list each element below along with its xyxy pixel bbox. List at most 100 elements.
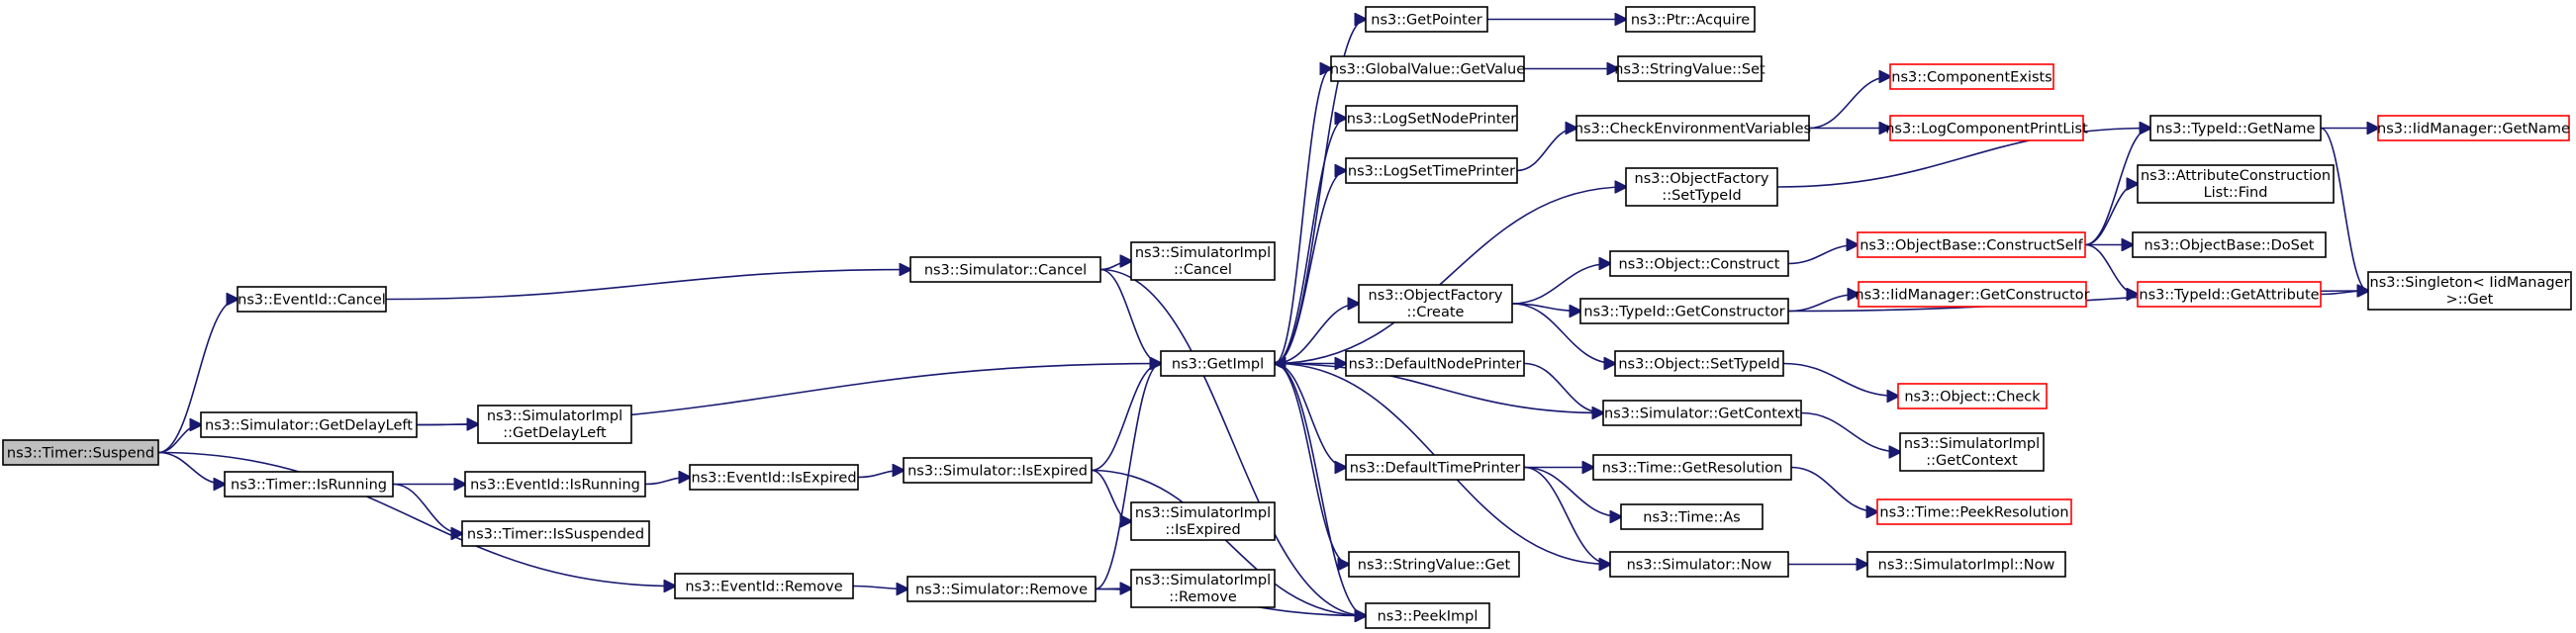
node-box[interactable] (1345, 157, 1518, 184)
node-evRemove[interactable]: ns3::EventId::Remove (674, 573, 854, 599)
node-timerIsSuspended[interactable]: ns3::Timer::IsSuspended (461, 520, 650, 547)
node-typeIdGetAttribute[interactable]: ns3::TypeId::GetAttribute (2137, 281, 2322, 308)
node-simImplGetContext[interactable]: ns3::SimulatorImpl::GetContext (1899, 432, 2045, 472)
node-box[interactable] (2377, 115, 2570, 141)
node-box[interactable] (1899, 432, 2045, 472)
node-box[interactable] (2, 439, 159, 466)
node-box[interactable] (1857, 231, 2086, 258)
node-simNow[interactable]: ns3::Simulator::Now (1609, 551, 1789, 578)
node-peekImpl[interactable]: ns3::PeekImpl (1365, 602, 1490, 629)
node-simIsExpired[interactable]: ns3::Simulator::IsExpired (903, 457, 1093, 484)
node-box[interactable] (1345, 105, 1518, 132)
node-box[interactable] (2137, 164, 2335, 204)
node-box[interactable] (2149, 115, 2322, 141)
node-box[interactable] (1579, 298, 1789, 324)
node-iidManagerGetConstructor[interactable]: ns3::IidManager::GetConstructor (1855, 281, 2090, 308)
node-objCheck[interactable]: ns3::Object::Check (1897, 383, 2048, 409)
node-box[interactable] (1897, 383, 2048, 409)
node-box[interactable] (1609, 551, 1789, 578)
node-box[interactable] (2367, 271, 2572, 311)
node-objFactoryCreate[interactable]: ns3::ObjectFactory::Create (1358, 284, 1513, 323)
node-box[interactable] (2137, 281, 2322, 308)
node-checkEnvVars[interactable]: ns3::CheckEnvironmentVariables (1574, 115, 1811, 141)
node-box[interactable] (1866, 551, 2066, 578)
node-componentExists[interactable]: ns3::ComponentExists (1889, 63, 2054, 90)
node-iidManagerGetName[interactable]: ns3::IidManager::GetName (2377, 115, 2570, 141)
node-box[interactable] (1625, 167, 1778, 207)
node-box[interactable] (1889, 63, 2054, 90)
node-simImplGetDelayLeft[interactable]: ns3::SimulatorImpl::GetDelayLeft (477, 405, 632, 444)
node-timeAs[interactable]: ns3::Time::As (1620, 503, 1764, 530)
node-suspend[interactable]: ns3::Timer::Suspend (2, 439, 159, 466)
node-box[interactable] (1614, 350, 1784, 377)
node-simImplRemove[interactable]: ns3::SimulatorImpl::Remove (1130, 569, 1276, 608)
node-box[interactable] (1876, 498, 2072, 525)
node-box[interactable] (1130, 569, 1276, 608)
node-simImplIsExpired[interactable]: ns3::SimulatorImpl::IsExpired (1130, 501, 1276, 541)
node-simImplNow[interactable]: ns3::SimulatorImpl::Now (1866, 551, 2066, 578)
node-box[interactable] (1345, 350, 1525, 377)
node-box[interactable] (1858, 281, 2087, 308)
node-simCancel[interactable]: ns3::Simulator::Cancel (909, 256, 1101, 283)
node-box[interactable] (1330, 55, 1525, 82)
node-objConstruct[interactable]: ns3::Object::Construct (1609, 250, 1789, 277)
node-timePeekResolution[interactable]: ns3::Time::PeekResolution (1876, 498, 2072, 525)
node-defaultNodePrinter[interactable]: ns3::DefaultNodePrinter (1345, 350, 1525, 377)
node-box[interactable] (1348, 551, 1520, 578)
node-evIsExpired[interactable]: ns3::EventId::IsExpired (689, 464, 859, 491)
node-box[interactable] (906, 576, 1097, 602)
node-box[interactable] (1365, 6, 1488, 33)
node-getPointer[interactable]: ns3::GetPointer (1365, 6, 1488, 33)
node-box[interactable] (1130, 501, 1276, 541)
node-ptrAcquire[interactable]: ns3::Ptr::Acquire (1625, 6, 1756, 33)
node-stringValueGet[interactable]: ns3::StringValue::Get (1348, 551, 1520, 578)
node-box[interactable] (2132, 231, 2327, 258)
node-box[interactable] (1358, 284, 1513, 323)
node-box[interactable] (674, 573, 854, 599)
node-simGetDelayLeft[interactable]: ns3::Simulator::GetDelayLeft (200, 411, 418, 438)
node-evIsRunning[interactable]: ns3::EventId::IsRunning (464, 471, 646, 497)
node-defaultTimePrinter[interactable]: ns3::DefaultTimePrinter (1345, 454, 1525, 481)
node-box[interactable] (237, 286, 387, 313)
node-box[interactable] (1365, 602, 1490, 629)
node-objSetTypeId[interactable]: ns3::Object::SetTypeId (1614, 350, 1784, 377)
node-timeGetResolution[interactable]: ns3::Time::GetResolution (1592, 454, 1792, 481)
node-getImpl[interactable]: ns3::GetImpl (1160, 350, 1276, 377)
node-box[interactable] (1617, 55, 1763, 82)
node-evCancel[interactable]: ns3::EventId::Cancel (237, 286, 387, 313)
node-logComponentPrintList[interactable]: ns3::LogComponentPrintList (1885, 115, 2088, 141)
node-simGetContext[interactable]: ns3::Simulator::GetContext (1602, 400, 1802, 426)
node-logSetNodePrinter[interactable]: ns3::LogSetNodePrinter (1345, 105, 1518, 132)
node-box[interactable] (1602, 400, 1802, 426)
node-typeIdGetName[interactable]: ns3::TypeId::GetName (2149, 115, 2322, 141)
node-objBaseConstructSelf[interactable]: ns3::ObjectBase::ConstructSelf (1857, 231, 2086, 258)
node-box[interactable] (1160, 350, 1276, 377)
node-singletonGet[interactable]: ns3::Singleton< IidManager >::Get (2367, 271, 2572, 311)
node-box[interactable] (1889, 115, 2084, 141)
node-box[interactable] (200, 411, 418, 438)
node-objBaseDoSet[interactable]: ns3::ObjectBase::DoSet (2132, 231, 2327, 258)
node-box[interactable] (1592, 454, 1792, 481)
node-timerIsRunning[interactable]: ns3::Timer::IsRunning (224, 471, 394, 497)
node-box[interactable] (1130, 241, 1276, 281)
node-box[interactable] (1625, 6, 1756, 33)
node-box[interactable] (464, 471, 646, 497)
node-box[interactable] (477, 405, 632, 444)
node-box[interactable] (1575, 115, 1810, 141)
node-logSetTimePrinter[interactable]: ns3::LogSetTimePrinter (1345, 157, 1518, 184)
node-box[interactable] (689, 464, 859, 491)
node-simImplCancel[interactable]: ns3::SimulatorImpl::Cancel (1130, 241, 1276, 281)
node-stringValueSet[interactable]: ns3::StringValue::Set (1614, 55, 1765, 82)
node-box[interactable] (909, 256, 1101, 283)
node-objFactorySetTypeId[interactable]: ns3::ObjectFactory::SetTypeId (1625, 167, 1778, 207)
node-box[interactable] (224, 471, 394, 497)
node-box[interactable] (1609, 250, 1789, 277)
node-simRemove[interactable]: ns3::Simulator::Remove (906, 576, 1097, 602)
node-box[interactable] (1620, 503, 1764, 530)
node-box[interactable] (903, 457, 1093, 484)
node-globalValueGetValue[interactable]: ns3::GlobalValue::GetValue (1330, 55, 1525, 82)
node-box[interactable] (461, 520, 650, 547)
node-box[interactable] (1345, 454, 1525, 481)
node-typeIdGetConstructor[interactable]: ns3::TypeId::GetConstructor (1579, 298, 1789, 324)
